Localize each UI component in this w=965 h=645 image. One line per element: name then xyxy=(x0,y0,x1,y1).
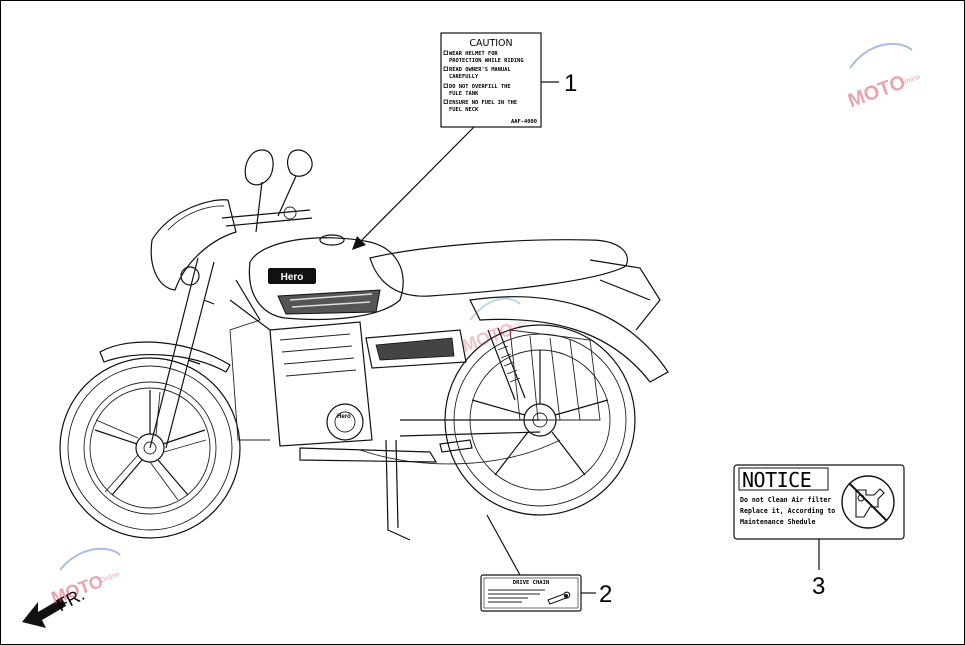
front-fork xyxy=(149,257,215,449)
caution-item-4-line-1: ENSURE NO FUEL IN THE xyxy=(449,100,517,106)
seat xyxy=(369,239,628,297)
notice-line-1: Do not Clean Air filter xyxy=(740,496,831,504)
side-panel xyxy=(365,329,467,369)
fuel-cap xyxy=(319,234,345,246)
chain-pointer-line xyxy=(486,514,521,576)
caution-item-3-line-2: FULE TANK xyxy=(449,91,479,97)
caution-label: CAUTION WEAR HELMET FOR PROTECTION WHILE… xyxy=(440,32,542,128)
watermark-subtext: Online xyxy=(507,319,529,333)
checkbox-icon xyxy=(443,83,448,88)
headlight-cowl xyxy=(150,199,237,291)
notice-line-2: Replace it, According to xyxy=(740,507,835,515)
direction-arrow-icon xyxy=(22,598,66,628)
fuel-tank xyxy=(248,237,404,321)
wrench-icon xyxy=(547,591,571,605)
no-cleaning-icon xyxy=(841,475,895,529)
watermark-text: MOTO xyxy=(459,319,516,356)
rear-fender xyxy=(469,296,669,383)
caution-code: AAF-4000 xyxy=(511,119,537,125)
notice-line-3: Maintenance Shedule xyxy=(740,518,815,526)
rear-carrier xyxy=(589,259,661,331)
exhaust xyxy=(299,447,438,463)
chain-heading: DRIVE CHAIN xyxy=(513,580,549,586)
motorcycle-drawing: Hero Hero xyxy=(59,149,669,541)
swingarm xyxy=(399,419,541,437)
footrest xyxy=(439,439,473,453)
front-wheel xyxy=(59,357,241,539)
callout-number-2: 2 xyxy=(599,581,612,608)
checkbox-icon xyxy=(443,50,448,55)
saree-guard xyxy=(509,329,601,421)
drive-chain xyxy=(359,439,561,465)
caution-item-4-line-2: FUEL NECK xyxy=(449,107,479,113)
engine-brand-text: Hero xyxy=(337,414,351,420)
callout-number-1: 1 xyxy=(564,70,577,97)
notice-label: NOTICE Do not Clean Air filter Replace i… xyxy=(733,464,905,540)
tank-brand-text: Hero xyxy=(281,272,304,283)
right-mirror xyxy=(287,149,313,177)
checkbox-icon xyxy=(443,66,448,71)
watermark-top-right: MOTO Online xyxy=(845,43,922,112)
caution-item-2-line-1: READ OWNER'S MANUAL xyxy=(449,67,511,73)
side-stand xyxy=(385,439,411,541)
watermark-subtext: Online xyxy=(900,74,922,88)
caution-item-3-line-1: DO NOT OVERFILL THE xyxy=(449,84,511,90)
frame-tube xyxy=(229,279,271,331)
callout-number-3: 3 xyxy=(812,573,825,600)
caution-item-1-line-1: WEAR HELMET FOR xyxy=(449,51,498,57)
chain-label: DRIVE CHAIN xyxy=(480,574,582,612)
tank-brand-badge: Hero xyxy=(268,268,316,284)
caution-pointer-line xyxy=(355,126,475,247)
caution-item-1-line-2: PROTECTION WHILE RIDING xyxy=(449,58,524,64)
watermark-text: MOTO xyxy=(845,71,909,112)
left-mirror xyxy=(244,149,274,186)
notice-heading: NOTICE xyxy=(742,468,811,492)
front-fender xyxy=(99,341,231,373)
watermark-subtext: Online xyxy=(99,571,121,585)
checkbox-icon xyxy=(443,99,448,104)
tank-graphic xyxy=(277,289,381,315)
handlebar xyxy=(221,209,313,227)
caution-heading: CAUTION xyxy=(469,38,512,49)
caution-item-2-line-2: CAREFULLY xyxy=(449,74,479,80)
engine: Hero xyxy=(229,319,373,447)
caution-pointer-arrowhead xyxy=(352,236,366,250)
